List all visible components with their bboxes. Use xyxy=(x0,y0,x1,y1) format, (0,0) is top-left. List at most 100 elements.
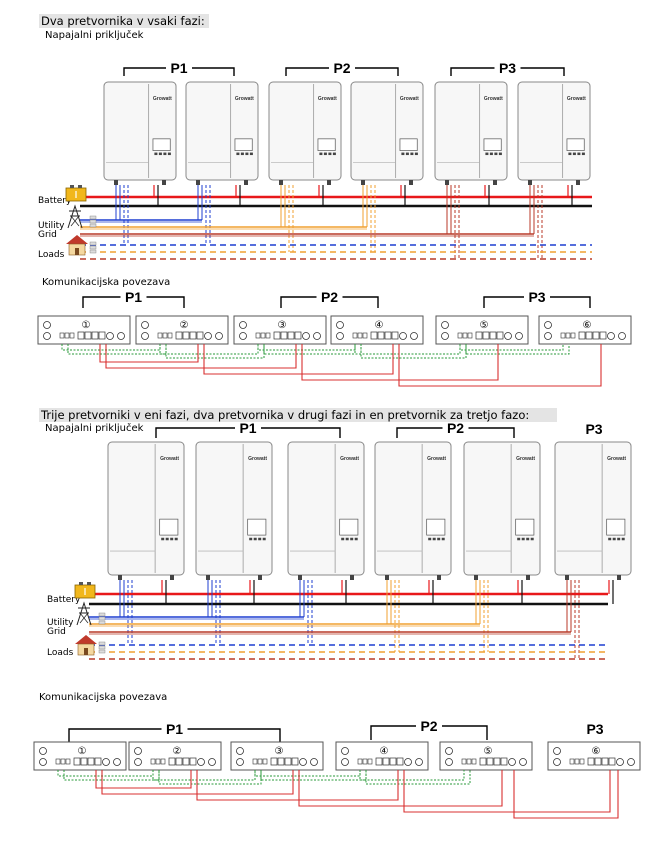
inverter-button xyxy=(350,537,354,541)
inverter-display xyxy=(515,518,535,536)
inverter-foot xyxy=(162,180,166,185)
section2-utility-pylon-icon xyxy=(76,601,92,626)
comm-port xyxy=(489,331,497,340)
comm-port xyxy=(569,758,575,765)
comm-port xyxy=(389,757,397,766)
comm-port xyxy=(482,331,490,340)
section1-power-group-1-bracket-left xyxy=(123,67,166,76)
section2-power-group-2-bracket-left xyxy=(396,427,443,438)
terminal xyxy=(89,223,97,228)
comm-port xyxy=(273,331,281,340)
comm-port xyxy=(475,331,483,340)
inverter-button xyxy=(568,152,572,156)
comm-port xyxy=(175,331,183,340)
inverter-button xyxy=(432,537,436,541)
comm-port xyxy=(77,331,85,340)
battery-label-2: Battery xyxy=(47,595,81,605)
comm-hole xyxy=(553,758,561,766)
comm-port xyxy=(585,331,593,340)
section2-comm-green-link xyxy=(365,770,471,785)
comm-port xyxy=(601,757,609,766)
comm-port xyxy=(280,331,288,340)
inverter-foot xyxy=(437,575,441,580)
section2-comm-group-1-label: P1 xyxy=(166,721,183,737)
comm-hole xyxy=(415,758,423,766)
section1-inverter-4: Growatt xyxy=(350,81,424,185)
inverter-foot xyxy=(445,180,449,185)
terminal xyxy=(98,612,106,617)
loads-label-2: Loads xyxy=(47,648,74,658)
comm-port xyxy=(87,757,95,766)
section1-comm-board-6-number: ⑥ xyxy=(583,320,592,331)
inverter-button xyxy=(170,537,174,541)
comm-hole xyxy=(117,332,125,340)
inverter-display xyxy=(234,138,253,151)
section2-comm-green-link xyxy=(158,770,262,785)
comm-port xyxy=(59,332,65,339)
inverter-foot xyxy=(206,575,210,580)
section1-comm-board-2-number: ② xyxy=(180,320,189,331)
comm-port xyxy=(500,757,508,766)
section1-inverter-2: Growatt xyxy=(185,81,259,185)
section1-comm-group-1-label: P1 xyxy=(125,289,142,305)
comm-port xyxy=(479,757,487,766)
inverter-button xyxy=(428,537,432,541)
comm-port xyxy=(608,757,616,766)
comm-port xyxy=(55,758,61,765)
comm-port xyxy=(291,757,299,766)
comm-hole xyxy=(239,332,247,340)
section1-power-group-3-bracket-left xyxy=(450,67,495,76)
section1-comm-group-2-bracket-left xyxy=(280,296,317,308)
section1-comm-group-2-bracket-right xyxy=(342,296,379,308)
comm-hole xyxy=(239,321,247,329)
inverter-button xyxy=(410,152,414,156)
terminal xyxy=(89,249,97,254)
section2-title: Trije pretvorniki v eni fazi, dva pretvo… xyxy=(39,408,557,422)
comm-hole xyxy=(106,332,114,340)
comm-hole xyxy=(404,758,412,766)
comm-port xyxy=(175,757,183,766)
utility-label-2a: Utility xyxy=(47,618,74,628)
inverter-button xyxy=(617,537,621,541)
inverter-brand-logo: Growatt xyxy=(153,96,172,102)
pylon-brace xyxy=(70,215,80,227)
comm-port xyxy=(160,758,166,765)
inverter-foot xyxy=(361,180,365,185)
inverter-body xyxy=(103,81,177,181)
section1-comm-red-link xyxy=(301,344,499,381)
comm-hole xyxy=(299,758,307,766)
inverter-brand-logo: Growatt xyxy=(567,96,586,102)
comm-hole xyxy=(607,332,615,340)
comm-port xyxy=(94,757,102,766)
section2-grid-terminal-block xyxy=(98,612,106,625)
comm-port xyxy=(396,757,404,766)
section2-comm-board-4: ④ xyxy=(335,741,429,771)
comm-port xyxy=(352,332,358,339)
comm-hole xyxy=(134,747,142,755)
comm-port xyxy=(462,332,468,339)
comm-hole xyxy=(302,332,310,340)
inverter-display xyxy=(606,518,626,536)
section1-title: Dva pretvornika v vsaki fazi: xyxy=(39,14,209,28)
comm-hole xyxy=(336,321,344,329)
section1-grid-terminal-block xyxy=(89,215,97,228)
comm-hole xyxy=(310,758,318,766)
section2-comm-board-3-number: ③ xyxy=(275,746,284,757)
inverter-button xyxy=(319,152,323,156)
comm-port xyxy=(471,758,477,765)
section1-comm-green-link xyxy=(360,344,467,359)
inverter-display xyxy=(152,138,171,151)
section1-comm-green-link xyxy=(165,344,265,359)
inverter-display xyxy=(483,138,502,151)
inverter-button xyxy=(345,537,349,541)
inverter-body xyxy=(517,81,591,181)
inverter-display xyxy=(317,138,336,151)
inverter-display xyxy=(566,138,585,151)
comm-port xyxy=(467,332,473,339)
comm-port xyxy=(391,331,399,340)
comm-hole xyxy=(508,758,516,766)
inverter-button xyxy=(249,152,253,156)
comm-port xyxy=(252,758,258,765)
comm-hole xyxy=(627,758,635,766)
battery-terminal xyxy=(87,582,91,585)
